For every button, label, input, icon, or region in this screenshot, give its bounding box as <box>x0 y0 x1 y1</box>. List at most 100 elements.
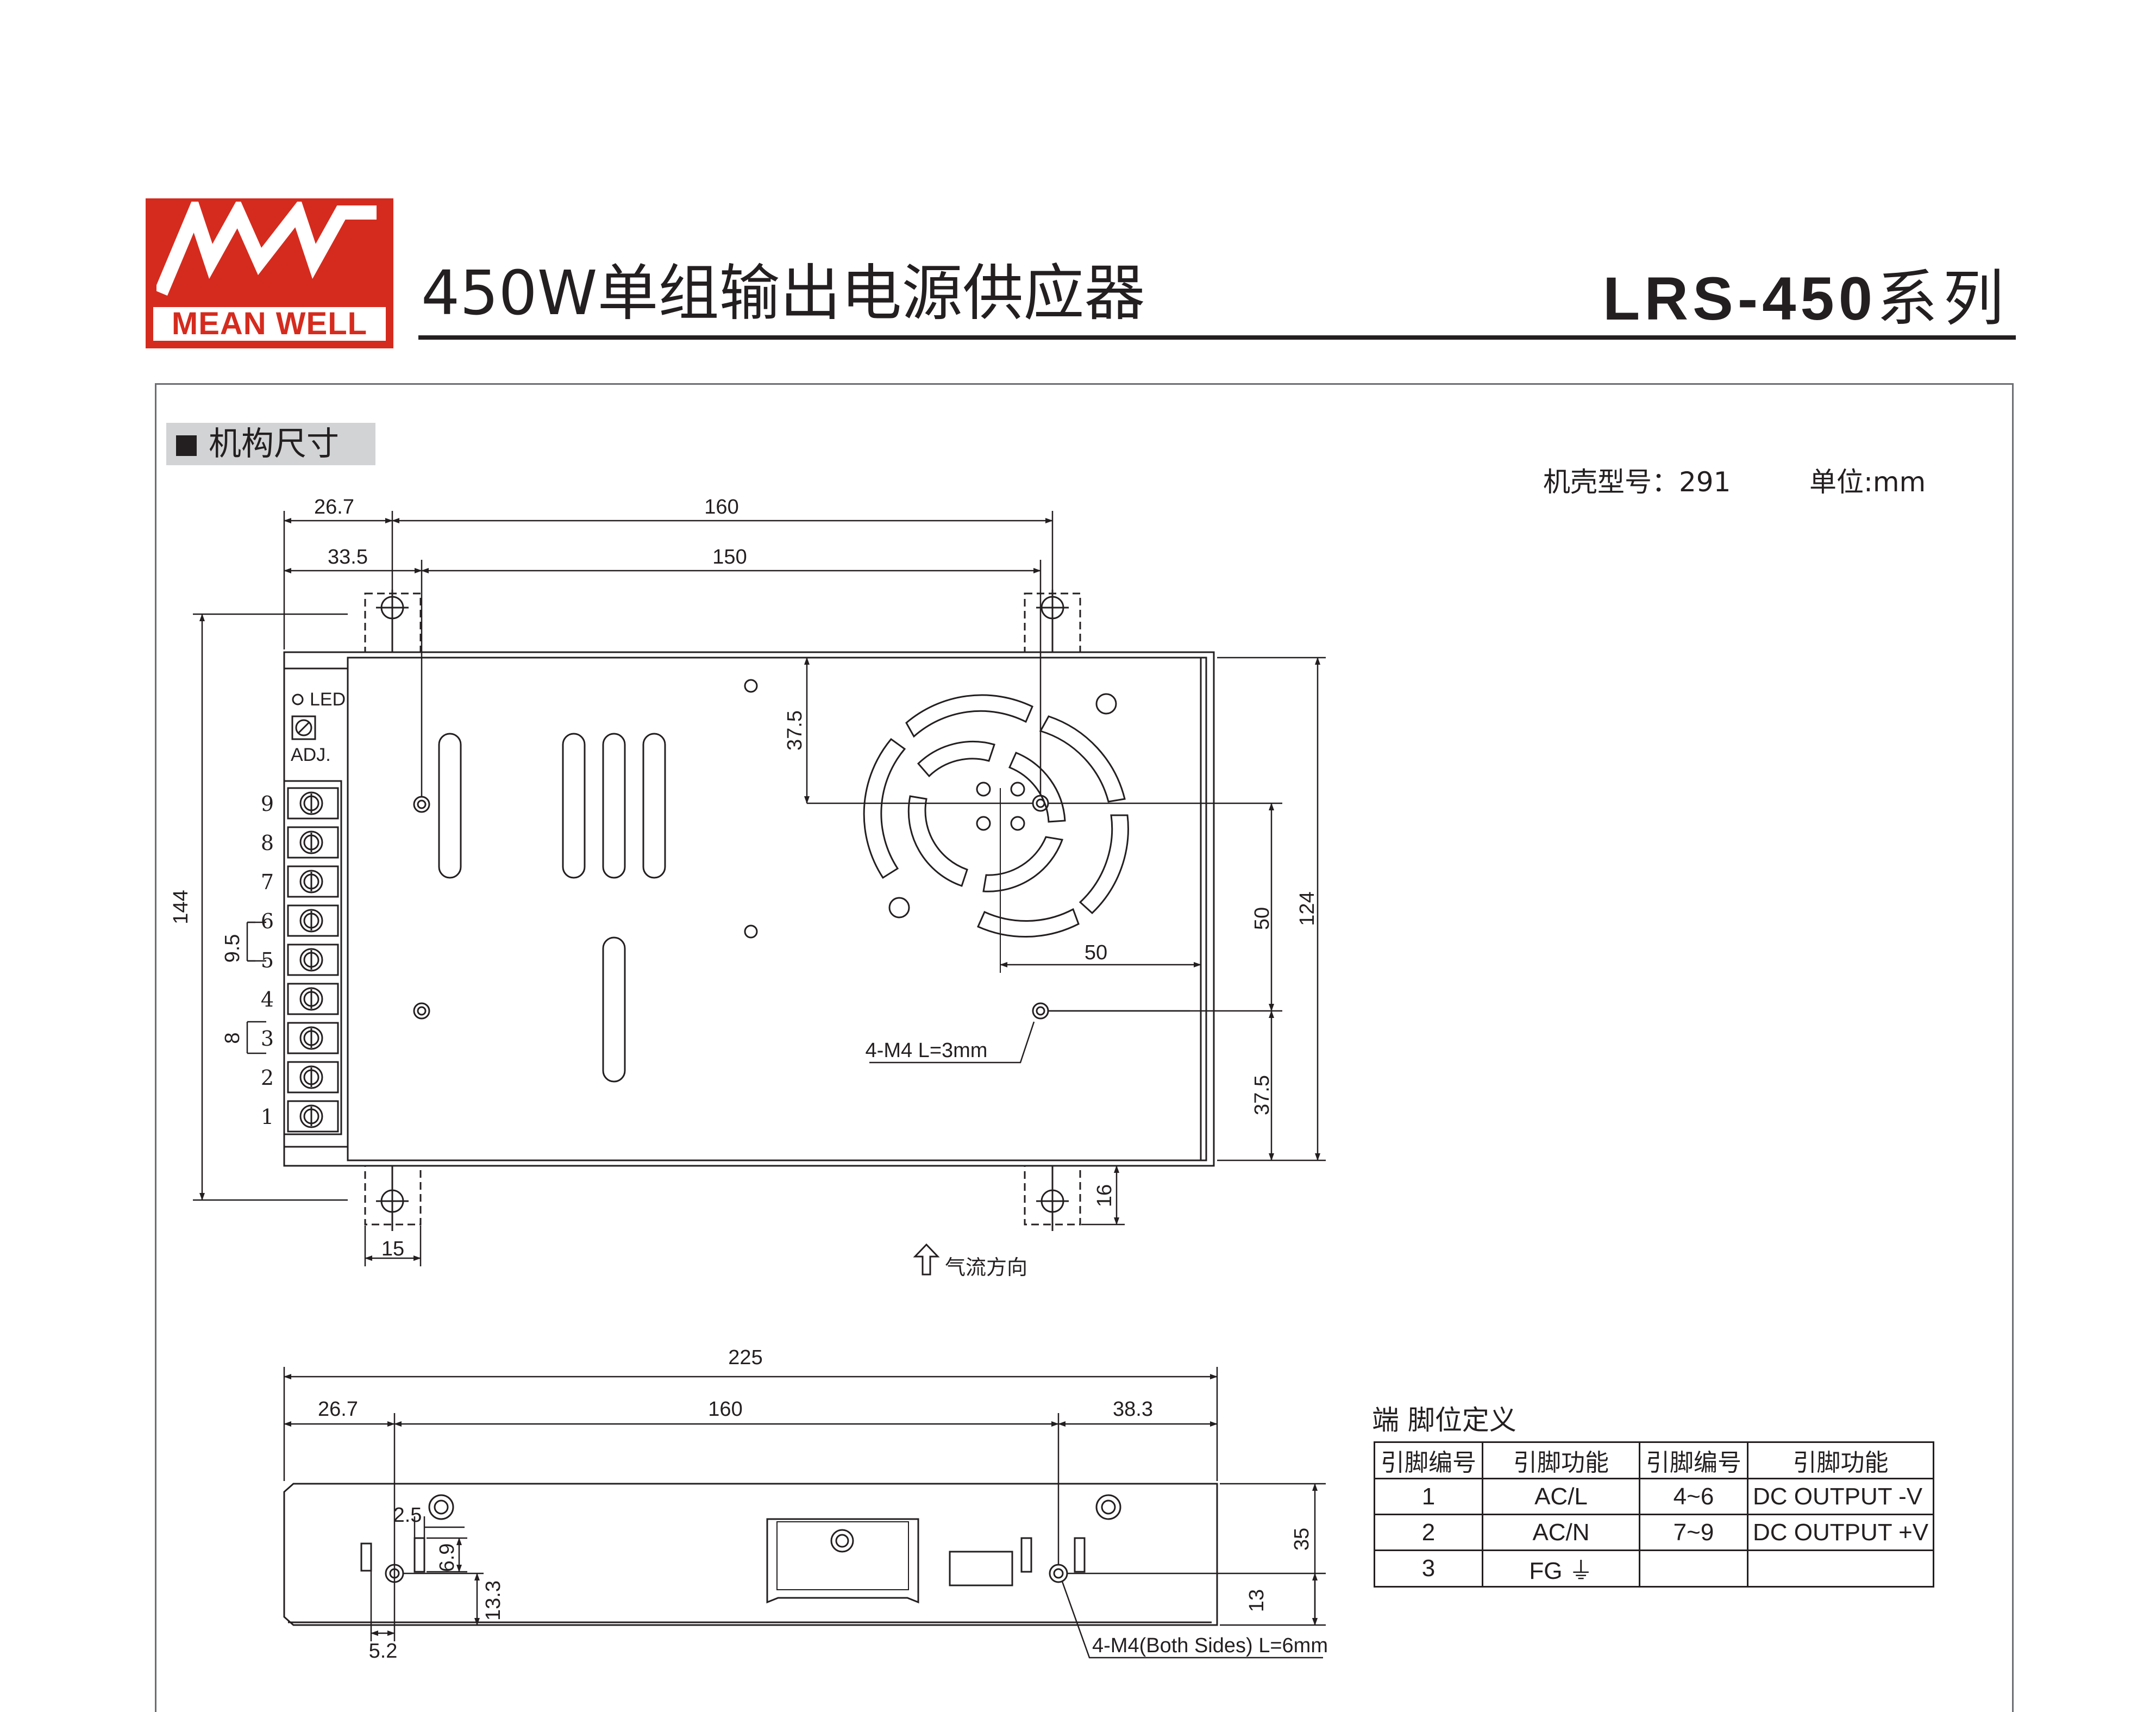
airflow-arrow-icon <box>913 1243 940 1276</box>
section-label: 机构尺寸 <box>209 425 339 463</box>
dim-37-5-bottom: 37.5 <box>1251 1075 1274 1115</box>
screw-head-icon <box>299 948 323 972</box>
dim-5-2: 5.2 <box>369 1640 398 1663</box>
label-window <box>949 1551 1013 1586</box>
side-view <box>283 1483 1218 1626</box>
dim-13-3: 13.3 <box>482 1580 505 1621</box>
pin-cell <box>1746 1549 1935 1588</box>
dim-144: 144 <box>170 890 192 924</box>
screw-head-icon <box>299 1104 323 1128</box>
dim-37-5-top: 37.5 <box>784 710 806 751</box>
dim-16: 16 <box>1093 1184 1116 1207</box>
header-rule <box>418 335 2016 340</box>
mw-logo-mark <box>156 202 377 296</box>
terminal-number: 2 <box>261 1066 274 1090</box>
mounting-holes <box>413 679 1117 1020</box>
series-model: LRS-450 <box>1602 265 1877 333</box>
ac-inlet <box>766 1518 919 1604</box>
dim-6-9: 6.9 <box>436 1544 459 1572</box>
terminal-number: 7 <box>261 870 274 894</box>
pin-cell: 2 <box>1374 1514 1483 1551</box>
screw-head-icon <box>299 1026 323 1050</box>
terminal-number: 3 <box>261 1027 274 1051</box>
table-row: 1 AC/L 4~6 DC OUTPUT -V <box>1374 1478 1935 1515</box>
dim-33-5: 33.5 <box>328 546 368 568</box>
terminal-screw <box>287 1061 339 1094</box>
pin-cell: 3 <box>1374 1549 1483 1588</box>
dim-50-horizontal: 50 <box>1085 941 1107 964</box>
pin-assignment-table: 引脚编号 引脚功能 引脚编号 引脚功能 1 AC/L 4~6 DC OUTPUT… <box>1374 1441 1935 1588</box>
top-cover <box>347 657 1207 1161</box>
dim-160-side: 160 <box>708 1398 742 1421</box>
terminal-number: 1 <box>261 1105 274 1129</box>
pin-cell: FG ⏚ <box>1482 1549 1640 1588</box>
col-pin-no-2: 引脚编号 <box>1639 1441 1748 1479</box>
pin-cell <box>1639 1549 1748 1588</box>
dim-50-vertical: 50 <box>1251 907 1274 930</box>
pin-table-title: 端 脚位定义 <box>1372 1404 1516 1436</box>
dim-225: 225 <box>728 1346 762 1369</box>
terminal-screw <box>287 787 339 820</box>
terminal-screw <box>287 904 339 937</box>
top-view <box>283 590 1215 1231</box>
content-frame <box>155 383 2014 1712</box>
dim-160-top: 160 <box>704 496 738 518</box>
dim-9-5: 9.5 <box>221 934 244 963</box>
case-number: 机壳型号：291 <box>1543 466 1731 498</box>
screw-head-icon <box>299 870 323 894</box>
logo-text: MEAN WELL <box>153 307 386 341</box>
dim-26-7-top: 26.7 <box>314 496 354 518</box>
dim-26-7-side: 26.7 <box>318 1398 358 1421</box>
dim-2-5: 2.5 <box>393 1504 422 1527</box>
pin-cell: AC/L <box>1482 1478 1640 1515</box>
table-row: 2 AC/N 7~9 DC OUTPUT +V <box>1374 1514 1935 1551</box>
top-view-dimensions <box>193 511 1326 1266</box>
terminal-number: 9 <box>261 792 274 816</box>
side-view-dimensions <box>283 1367 1326 1659</box>
dim-15: 15 <box>381 1238 404 1260</box>
table-row: 3 FG ⏚ <box>1374 1549 1935 1588</box>
adj-label: ADJ. <box>291 745 331 765</box>
terminal-screw <box>287 983 339 1015</box>
vent-slots <box>438 733 666 1083</box>
airflow-label: 气流方向 <box>945 1255 1027 1279</box>
screw-head-icon <box>299 987 323 1011</box>
col-pin-function-2: 引脚功能 <box>1746 1441 1935 1479</box>
terminal-screw <box>287 865 339 898</box>
terminal-block <box>283 780 342 1135</box>
led-indicator <box>292 693 304 705</box>
terminal-screw <box>287 944 339 976</box>
dim-150: 150 <box>712 546 747 568</box>
terminal-number: 6 <box>261 909 274 933</box>
unit-label: 单位:mm <box>1809 466 1926 498</box>
pin-cell: 4~6 <box>1639 1478 1748 1515</box>
terminal-screw <box>287 1022 339 1054</box>
pin-cell: 7~9 <box>1639 1514 1748 1551</box>
series-title: LRS-450系列 <box>1603 261 2009 337</box>
col-pin-no-1: 引脚编号 <box>1374 1441 1483 1479</box>
pin-cell: 1 <box>1374 1478 1483 1515</box>
dim-13: 13 <box>1245 1589 1268 1612</box>
adj-trimmer[interactable] <box>291 715 316 740</box>
screw-head-icon <box>299 830 323 854</box>
pin-cell: DC OUTPUT -V <box>1746 1478 1935 1515</box>
screw-head-icon <box>299 909 323 933</box>
screw-note-side: 4-M4(Both Sides) L=6mm <box>1092 1634 1328 1657</box>
dim-35: 35 <box>1290 1528 1313 1551</box>
screw-head-icon <box>299 791 323 815</box>
series-suffix: 系列 <box>1877 264 2009 334</box>
tab-holes <box>376 590 1069 1231</box>
terminal-screw <box>287 826 339 859</box>
fan-guard <box>863 694 1129 973</box>
mean-well-logo: MEAN WELL <box>146 198 393 348</box>
dim-8: 8 <box>221 1032 244 1044</box>
square-bullet-icon <box>176 435 197 456</box>
screw-head-icon <box>299 1065 323 1089</box>
pin-cell: AC/N <box>1482 1514 1640 1551</box>
col-pin-function-1: 引脚功能 <box>1482 1441 1640 1479</box>
terminal-number: 4 <box>261 988 274 1011</box>
terminal-number: 5 <box>261 948 274 972</box>
page-title: 450W单组输出电源供应器 <box>421 258 1145 329</box>
